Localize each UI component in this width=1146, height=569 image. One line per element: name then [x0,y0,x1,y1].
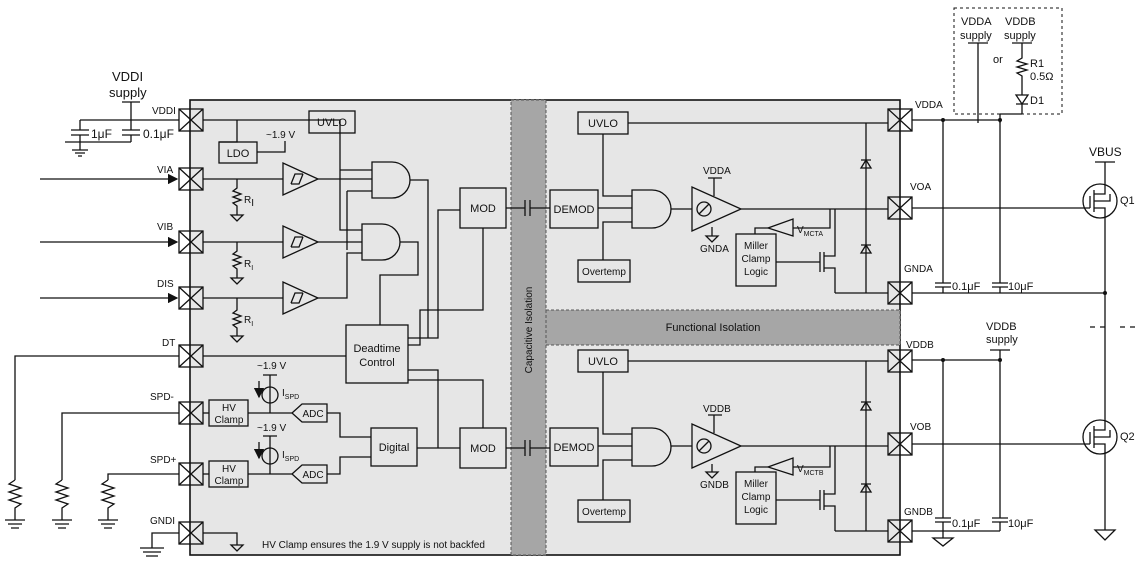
pin-label-vddi: VDDI [152,106,176,117]
hv-clamp-1-clamp: Clamp [215,415,244,426]
deadtime-label-1: Deadtime [353,343,400,355]
overtemp-a-label: Overtemp [582,267,626,278]
miller-b-3: Logic [744,505,768,516]
pin-label-vdda: VDDA [915,100,943,111]
ri-label-2: RI [244,259,253,272]
ispd-label-1: ISPD [282,388,299,401]
ldo-v19-label: ~1.9 V [266,130,296,141]
uvlo-input-label: UVLO [317,117,347,129]
vddb-small-label: VDDB [703,404,731,415]
ispd-label-2: ISPD [282,450,299,463]
vdda-small-label: VDDA [703,166,731,177]
demod-a-label: DEMOD [554,204,595,216]
hv-clamp-2-hv: HV [222,464,236,475]
vddb-opt-supply: supply [1004,30,1036,42]
miller-a-1: Miller [744,241,769,252]
vddi-supply-title: VDDI [112,69,143,84]
pin-label-via: VIA [157,165,173,176]
and-gate-a [371,161,411,199]
pin-label-vib: VIB [157,222,173,233]
r1-value: 0.5Ω [1030,71,1054,83]
footer-note: HV Clamp ensures the 1.9 V supply is not… [262,540,485,551]
capacitive-isolation-barrier [510,99,547,556]
cap-1uf-label: 1μF [91,127,112,141]
cap-10uf-b: 10μF [1008,518,1034,530]
hv-clamp-2-clamp: Clamp [215,476,244,487]
pin-label-vddb: VDDB [906,340,934,351]
vddb-right-supply: supply [986,334,1018,346]
vdda-opt-title: VDDA [961,16,992,28]
functional-isolation-band [545,309,901,346]
demod-b-label: DEMOD [554,442,595,454]
ldo-label: LDO [227,148,250,160]
pin-label-dis: DIS [157,279,174,290]
miller-a-3: Logic [744,267,768,278]
vmcta-label: VMCTA [797,225,823,238]
vdda-vddb-option-box [953,7,1063,115]
miller-a-2: Clamp [742,254,771,265]
uvlo-a-label: UVLO [588,118,618,130]
deadtime-label-2: Control [359,357,394,369]
pin-label-vob: VOB [910,422,931,433]
vddb-opt-title: VDDB [1005,16,1036,28]
vddb-right-title: VDDB [986,321,1017,333]
vddi-supply-label: supply [109,85,147,100]
ri-label-3: RI [244,315,253,328]
cap-01uf-label-vddi: 0.1μF [143,127,174,141]
func-isolation-label: Functional Isolation [666,322,761,334]
vbus-label: VBUS [1089,145,1122,159]
gnda-small-label: GNDA [700,244,729,255]
mod-top-label: MOD [470,203,496,215]
v19-spd2: ~1.9 V [257,423,287,434]
d1-label: D1 [1030,95,1044,107]
pin-label-spd-plus: SPD+ [150,455,177,466]
miller-b-1: Miller [744,479,769,490]
cap-01uf-a: 0.1μF [952,281,981,293]
adc-2-label: ADC [302,470,323,481]
uvlo-b-label: UVLO [588,356,618,368]
r1-label: R1 [1030,58,1044,70]
pin-label-voa: VOA [910,182,931,193]
cap-isolation-label: Capacitive Isolation [524,287,535,374]
ri-label-1: RI [244,195,254,209]
q2-label: Q2 [1120,431,1135,443]
pin-label-gndi: GNDI [150,516,175,527]
overtemp-b-label: Overtemp [582,507,626,518]
or-label: or [993,54,1003,66]
gndb-small-label: GNDB [700,480,729,491]
pin-label-spd-minus: SPD- [150,392,174,403]
pin-label-gnda: GNDA [904,264,933,275]
cap-10uf-a: 10μF [1008,281,1034,293]
adc-1-label: ADC [302,409,323,420]
q1-label: Q1 [1120,195,1135,207]
pin-label-gndb: GNDB [904,507,933,518]
mod-bottom-label: MOD [470,443,496,455]
pin-label-dt: DT [162,338,175,349]
digital-label: Digital [379,442,410,454]
hv-clamp-1-hv: HV [222,403,236,414]
v19-spd1: ~1.9 V [257,361,287,372]
miller-b-2: Clamp [742,492,771,503]
vdda-opt-supply: supply [960,30,992,42]
vmctb-label: VMCTB [797,464,824,477]
cap-01uf-b: 0.1μF [952,518,981,530]
and-gate-b [361,223,401,261]
